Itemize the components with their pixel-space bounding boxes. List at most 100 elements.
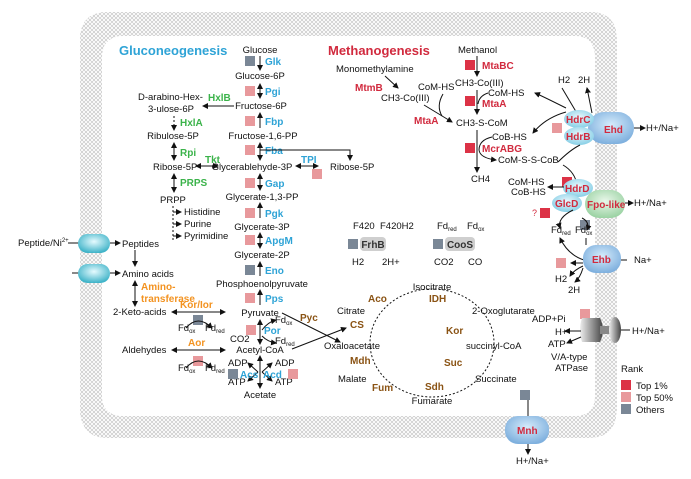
cobhs-label: CoB-HS <box>492 132 527 143</box>
amino-acids-label: Amino acids <box>122 269 174 280</box>
peptide-ni-label: Peptide/Ni2+ <box>18 238 69 249</box>
cell-membrane <box>80 12 617 438</box>
enzyme-acd: Acd <box>263 370 282 381</box>
peptides-label: Peptides <box>122 239 159 250</box>
enzyme-pgk: Pgk <box>265 209 284 220</box>
co2-label: CO2 <box>434 257 454 268</box>
membrane-complexes: H2 2H Ehd HdrC HdrB H+/Na+ HdrD CoM-HS C… <box>505 75 679 467</box>
ehb-label: Ehb <box>592 255 611 266</box>
f420-label: F420 <box>353 221 375 232</box>
rank-square-pgi <box>245 86 255 96</box>
metabolite: Fructose-6P <box>235 101 287 112</box>
enzyme-glk: Glk <box>265 57 282 68</box>
enzyme-hxlb: HxlB <box>208 93 231 104</box>
tca-metabolite: 2-Oxoglutarate <box>472 306 535 317</box>
co2-label: CO2 <box>230 334 250 345</box>
2h-label: 2H <box>578 75 590 86</box>
metabolite: Glucose-6P <box>235 71 285 82</box>
fd-ox-label: Fdox <box>275 315 292 327</box>
legend-title: Rank <box>621 364 643 375</box>
aminotransferase-label-1: Amino- <box>141 282 175 293</box>
coos-label: CooS <box>447 240 473 251</box>
comhs-out: CoM-HS <box>508 177 544 188</box>
enzyme-mtaa: MtaA <box>482 99 506 110</box>
enzyme-sdh: Sdh <box>425 382 444 393</box>
enzyme-kor-ior: Kor/Ior <box>180 300 213 311</box>
rank-square-hdrcb <box>552 123 562 133</box>
adp-right: ADP <box>275 358 295 369</box>
rank-square-fbp <box>245 116 255 126</box>
tca-cycle: Isocitrate 2-Oxoglutarate succinyl-CoA S… <box>281 282 535 407</box>
atpase-label-2: ATPase <box>555 363 588 374</box>
hdrc-complex <box>564 110 594 128</box>
enzyme-kor: Kor <box>446 326 463 337</box>
rank-square-eno <box>245 265 255 275</box>
enzyme-idh: IDH <box>429 294 446 305</box>
coos-box <box>445 237 475 251</box>
aldehydes-label: Aldehydes <box>122 345 167 356</box>
ehb-complex <box>583 245 621 273</box>
metabolite: Glycerate-3P <box>234 222 289 233</box>
rank-square-ehb <box>556 258 566 268</box>
metabolite-ribose5p-right: Ribose-5P <box>330 162 374 173</box>
peptide-transporter-2 <box>78 264 110 283</box>
enzyme-aco: Aco <box>368 294 387 305</box>
enzyme-mtaa-2: MtaA <box>414 116 438 127</box>
adp-left: ADP <box>228 358 248 369</box>
enzyme-fbp: Fbp <box>265 117 283 128</box>
comsscob-label: CoM-S-S-CoB <box>498 155 559 166</box>
enzyme-mtabc: MtaBC <box>482 61 514 72</box>
question-mark: ? <box>532 208 537 218</box>
metabolite: Glycerate-2P <box>234 250 289 261</box>
rank-square-atpase <box>580 309 590 319</box>
enzyme-fum: Fum <box>372 383 393 394</box>
f420h2-label: F420H2 <box>380 221 414 232</box>
methanogenesis-title: Methanogenesis <box>328 43 430 58</box>
aminotransferase-label-2: transferase <box>141 294 195 305</box>
h2-label: H2 <box>558 75 570 86</box>
rank-square-mcrabg <box>465 143 475 153</box>
hna-label-2: H+/Na+ <box>634 198 667 209</box>
enzyme-eno: Eno <box>265 266 284 277</box>
rank-square-coos <box>433 239 443 249</box>
atpase-complex <box>580 318 603 342</box>
methanogenesis-pathway: Methanol Monomethylamine MtaBC CH3-Co(II… <box>336 45 559 185</box>
rank-square-gap <box>245 178 255 188</box>
metabolite: 3-ulose-6P <box>148 104 194 115</box>
enzyme-tpi: TPI <box>301 155 317 166</box>
glcd-complex <box>552 194 582 212</box>
enzyme-pgi: Pgi <box>265 87 281 98</box>
metabolite: Acetyl-CoA <box>236 345 284 356</box>
enzyme-por: Por <box>264 326 281 337</box>
mnh-label: Mnh <box>517 426 538 437</box>
metabolite: Ribose-5P <box>153 162 197 173</box>
frhb-label: FrhB <box>361 240 384 251</box>
fpo-like-complex <box>585 190 625 218</box>
comhs-label: CoM-HS <box>418 82 454 93</box>
tca-metabolite: Fumarate <box>412 396 453 407</box>
metabolite: PRPP <box>160 195 186 206</box>
rank-square-mnh <box>520 390 530 400</box>
rank-square-mtaa <box>465 96 475 106</box>
legend-swatch <box>621 392 631 402</box>
hplus-label: H+ <box>555 327 568 338</box>
atp-label: ATP <box>548 339 566 350</box>
enzyme-mtmb: MtmB <box>355 83 383 94</box>
legend-label: Top 50% <box>636 393 674 404</box>
hdrb-complex <box>564 127 594 145</box>
enzyme-mdh: Mdh <box>350 356 371 367</box>
metabolite: Glucose <box>243 45 278 56</box>
h2-label-2: H2 <box>555 274 567 285</box>
rank-square-frhb <box>348 239 358 249</box>
atpase-label-1: V/A-type <box>551 352 587 363</box>
rank-square-apgm <box>245 235 255 245</box>
enzyme-hxla: HxlA <box>180 118 203 129</box>
product-histidine: Histidine <box>184 207 220 218</box>
enzyme-suc: Suc <box>444 358 463 369</box>
metabolite: Acetate <box>244 390 276 401</box>
tca-metabolite: Citrate <box>337 306 365 317</box>
cobhs-out: CoB-HS <box>511 187 546 198</box>
ch3co-label-2: CH3-Co(III) <box>381 93 430 104</box>
rank-square-acs <box>228 369 238 379</box>
